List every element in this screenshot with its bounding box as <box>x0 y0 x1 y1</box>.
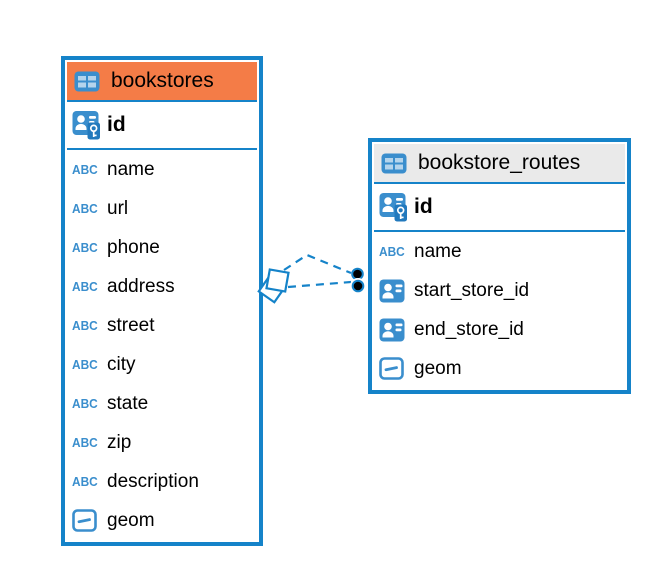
text-type-icon: ABC <box>72 162 98 177</box>
pk-separator <box>67 148 257 150</box>
column-name: url <box>107 197 129 219</box>
column-name: geom <box>107 509 155 531</box>
text-type-icon: ABC <box>72 240 98 255</box>
column-name: end_store_id <box>414 318 524 340</box>
header-separator <box>67 100 257 102</box>
column-name: start_store_id <box>414 279 530 301</box>
table-header-bookstore-routes[interactable]: bookstore_routes <box>374 144 625 182</box>
column-row-geom[interactable]: geom <box>374 349 625 388</box>
relationship-line-end-store-id[interactable] <box>287 280 352 289</box>
dot-marker-lower[interactable] <box>351 279 365 293</box>
relationship-dot-markers[interactable] <box>350 267 366 294</box>
column-row-zip[interactable]: ABC zip <box>67 423 257 462</box>
primary-key-icon <box>72 110 107 140</box>
column-name: address <box>107 275 175 297</box>
column-name: state <box>107 392 149 414</box>
column-row-start_store_id[interactable]: start_store_id <box>374 271 625 310</box>
diamond-marker-front[interactable] <box>265 268 290 293</box>
column-row-geom[interactable]: geom <box>67 501 257 540</box>
text-type-icon: ABC <box>72 357 98 372</box>
column-row-state[interactable]: ABC state <box>67 384 257 423</box>
column-row-url[interactable]: ABC url <box>67 189 257 228</box>
column-row-name[interactable]: ABC name <box>67 150 257 189</box>
column-name: name <box>414 240 462 262</box>
column-row-end_store_id[interactable]: end_store_id <box>374 310 625 349</box>
column-row-id[interactable]: id <box>374 184 625 230</box>
geometry-type-icon <box>379 357 414 380</box>
column-name: city <box>107 353 136 375</box>
column-row-phone[interactable]: ABC phone <box>67 228 257 267</box>
text-type-icon: ABC <box>72 435 98 450</box>
pk-separator <box>374 230 625 232</box>
table-header-bookstores[interactable]: bookstores <box>67 62 257 100</box>
column-row-name[interactable]: ABC name <box>374 232 625 271</box>
relationship-line-start-store-id[interactable] <box>283 253 352 275</box>
table-bookstore-routes[interactable]: bookstore_routes id ABC name start_store_i… <box>368 138 631 394</box>
column-name: id <box>107 113 126 136</box>
text-type-icon: ABC <box>72 201 98 216</box>
table-icon <box>381 153 409 174</box>
text-type-icon: ABC <box>72 279 98 294</box>
dot-marker-upper[interactable] <box>351 267 364 281</box>
table-icon <box>74 71 102 92</box>
column-name: id <box>414 195 433 218</box>
geometry-type-icon <box>72 509 107 532</box>
text-type-icon: ABC <box>379 244 405 259</box>
column-name: phone <box>107 236 160 258</box>
text-type-icon: ABC <box>72 396 98 411</box>
column-name: street <box>107 314 155 336</box>
reference-column-icon <box>379 279 414 303</box>
header-separator <box>374 182 625 184</box>
dot-marker-halo <box>350 278 366 294</box>
table-name: bookstores <box>111 69 214 92</box>
column-name: zip <box>107 431 132 453</box>
text-type-icon: ABC <box>72 474 98 489</box>
column-row-address[interactable]: ABC address <box>67 267 257 306</box>
column-row-street[interactable]: ABC street <box>67 306 257 345</box>
column-name: description <box>107 470 199 492</box>
table-name: bookstore_routes <box>418 151 581 174</box>
relationship-diamond-markers[interactable] <box>257 268 290 304</box>
text-type-icon: ABC <box>72 318 98 333</box>
column-name: name <box>107 158 155 180</box>
column-row-description[interactable]: ABC description <box>67 462 257 501</box>
column-name: geom <box>414 357 462 379</box>
primary-key-icon <box>379 192 414 222</box>
reference-column-icon <box>379 318 414 342</box>
column-row-city[interactable]: ABC city <box>67 345 257 384</box>
column-row-id[interactable]: id <box>67 102 257 148</box>
